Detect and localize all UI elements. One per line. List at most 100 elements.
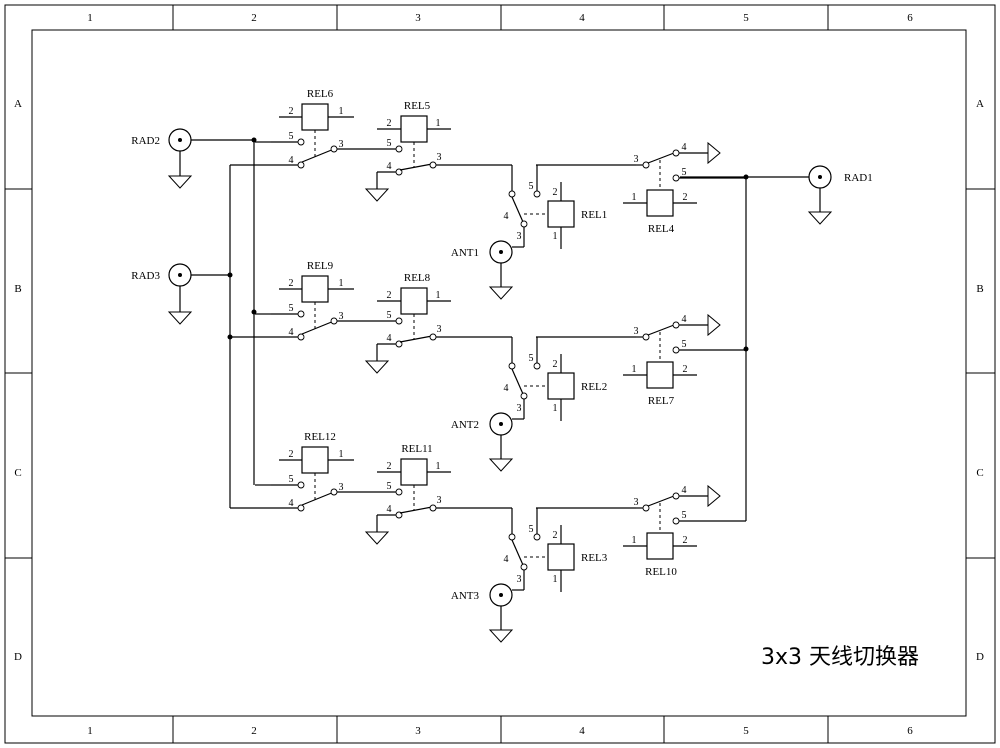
pin-number: 5 bbox=[529, 524, 534, 535]
pin-number: 5 bbox=[529, 181, 534, 192]
relay-c: REL2 4 5 3 2 1 bbox=[504, 336, 636, 421]
frame-column-labels-bottom: 1 2 3 4 5 6 bbox=[87, 725, 913, 737]
antenna-label: ANT1 bbox=[451, 247, 479, 259]
relay-a: REL6 2 1 5 4 3 bbox=[230, 88, 354, 169]
pin-number: 4 bbox=[387, 161, 392, 172]
antenna-label: ANT3 bbox=[451, 590, 480, 602]
connector-rad2: RAD2 bbox=[131, 128, 254, 189]
frame-row-c-right: C bbox=[976, 467, 983, 479]
pin-number: 5 bbox=[387, 481, 392, 492]
pin-number: 3 bbox=[339, 311, 344, 322]
pin-number: 5 bbox=[387, 310, 392, 321]
frame-row-b: B bbox=[14, 283, 21, 295]
relay-label: REL5 bbox=[404, 100, 431, 112]
relay-b: REL5 2 1 5 4 3 bbox=[337, 100, 512, 202]
frame-col-5-bottom: 5 bbox=[743, 725, 749, 737]
pin-number: 3 bbox=[437, 495, 442, 506]
frame-row-b-right: B bbox=[976, 283, 983, 295]
relay-stage: REL9 2 1 5 4 3 REL8 2 1 5 4 3 bbox=[230, 260, 746, 472]
pin-number: 1 bbox=[632, 192, 637, 203]
antenna-connector: ANT2 bbox=[451, 412, 514, 472]
frame-col-4: 4 bbox=[579, 12, 585, 24]
antenna-connector: ANT1 bbox=[451, 240, 514, 300]
drawing-title: 3x3 天线切换器 bbox=[761, 645, 919, 670]
pin-number: 3 bbox=[517, 403, 522, 414]
relay-d: REL10 3 4 5 1 2 bbox=[623, 484, 746, 578]
pin-number: 4 bbox=[387, 504, 392, 515]
relay-d: REL7 3 4 5 1 2 bbox=[623, 313, 746, 407]
frame-row-a-right: A bbox=[976, 98, 984, 110]
frame-col-1: 1 bbox=[87, 12, 93, 24]
pin-number: 4 bbox=[504, 383, 509, 394]
pin-number: 2 bbox=[553, 187, 558, 198]
relay-b: REL11 2 1 5 4 3 bbox=[337, 443, 512, 545]
relay-b: REL8 2 1 5 4 3 bbox=[337, 272, 512, 374]
frame-row-c: C bbox=[14, 467, 21, 479]
relay-a: REL9 2 1 5 4 3 bbox=[230, 260, 354, 341]
frame-row-d: D bbox=[14, 651, 22, 663]
relay-label: REL1 bbox=[581, 209, 607, 221]
frame-col-2-bottom: 2 bbox=[251, 725, 257, 737]
pin-number: 1 bbox=[436, 118, 441, 129]
pin-number: 2 bbox=[553, 359, 558, 370]
pin-number: 3 bbox=[517, 574, 522, 585]
pin-number: 2 bbox=[683, 364, 688, 375]
relay-stage: REL6 2 1 5 4 3 REL5 2 1 5 4 3 bbox=[230, 88, 746, 300]
frame-col-3-bottom: 3 bbox=[415, 725, 421, 737]
pin-number: 3 bbox=[339, 482, 344, 493]
frame-row-a: A bbox=[14, 98, 22, 110]
antenna-label: ANT2 bbox=[451, 419, 479, 431]
frame-col-3: 3 bbox=[415, 12, 421, 24]
pin-number: 1 bbox=[436, 290, 441, 301]
connector-rad3: RAD3 bbox=[131, 263, 230, 325]
connector-rad1: RAD1 bbox=[807, 165, 873, 225]
relay-c: REL3 4 5 3 2 1 bbox=[504, 507, 636, 592]
pin-number: 1 bbox=[553, 574, 558, 585]
pin-number: 4 bbox=[504, 211, 509, 222]
frame-row-d-right: D bbox=[976, 651, 984, 663]
relay-label: REL11 bbox=[401, 443, 432, 455]
relay-label: REL9 bbox=[307, 260, 334, 272]
input-bus-rad2 bbox=[251, 137, 257, 485]
pin-number: 4 bbox=[682, 314, 687, 325]
pin-number: 4 bbox=[289, 498, 294, 509]
frame-col-5: 5 bbox=[743, 12, 749, 24]
frame-col-4-bottom: 4 bbox=[579, 725, 585, 737]
antenna-connector: ANT3 bbox=[451, 583, 514, 643]
pin-number: 5 bbox=[289, 131, 294, 142]
pin-number: 1 bbox=[553, 403, 558, 414]
pin-number: 2 bbox=[387, 290, 392, 301]
relay-label: REL2 bbox=[581, 381, 607, 393]
drawing-frame bbox=[4, 4, 996, 744]
pin-number: 4 bbox=[682, 485, 687, 496]
pin-number: 1 bbox=[436, 461, 441, 472]
relay-label: REL8 bbox=[404, 272, 431, 284]
pin-number: 3 bbox=[517, 231, 522, 242]
relay-a: REL12 2 1 5 4 3 bbox=[230, 431, 354, 512]
output-bus bbox=[680, 174, 809, 521]
pin-number: 4 bbox=[289, 327, 294, 338]
frame-column-labels-top: 1 2 3 4 5 6 bbox=[87, 12, 913, 24]
pin-number: 1 bbox=[632, 364, 637, 375]
pin-number: 4 bbox=[682, 142, 687, 153]
frame-col-2: 2 bbox=[251, 12, 257, 24]
pin-number: 5 bbox=[289, 474, 294, 485]
pin-number: 1 bbox=[339, 106, 344, 117]
frame-col-6: 6 bbox=[907, 12, 913, 24]
pin-number: 4 bbox=[289, 155, 294, 166]
relay-label: REL6 bbox=[307, 88, 334, 100]
relay-d: REL4 3 4 5 1 2 bbox=[623, 141, 746, 235]
pin-number: 1 bbox=[632, 535, 637, 546]
pin-number: 5 bbox=[289, 303, 294, 314]
relay-label: REL3 bbox=[581, 552, 608, 564]
pin-number: 2 bbox=[289, 106, 294, 117]
pin-number: 2 bbox=[289, 278, 294, 289]
frame-col-1-bottom: 1 bbox=[87, 725, 93, 737]
pin-number: 1 bbox=[339, 449, 344, 460]
relay-c: REL1 4 5 3 2 1 bbox=[504, 164, 636, 249]
frame-row-labels-right: A B C D bbox=[976, 98, 984, 663]
pin-number: 2 bbox=[683, 192, 688, 203]
pin-number: 1 bbox=[339, 278, 344, 289]
relay-stages: REL6 2 1 5 4 3 REL5 2 1 5 4 3 bbox=[230, 88, 746, 643]
